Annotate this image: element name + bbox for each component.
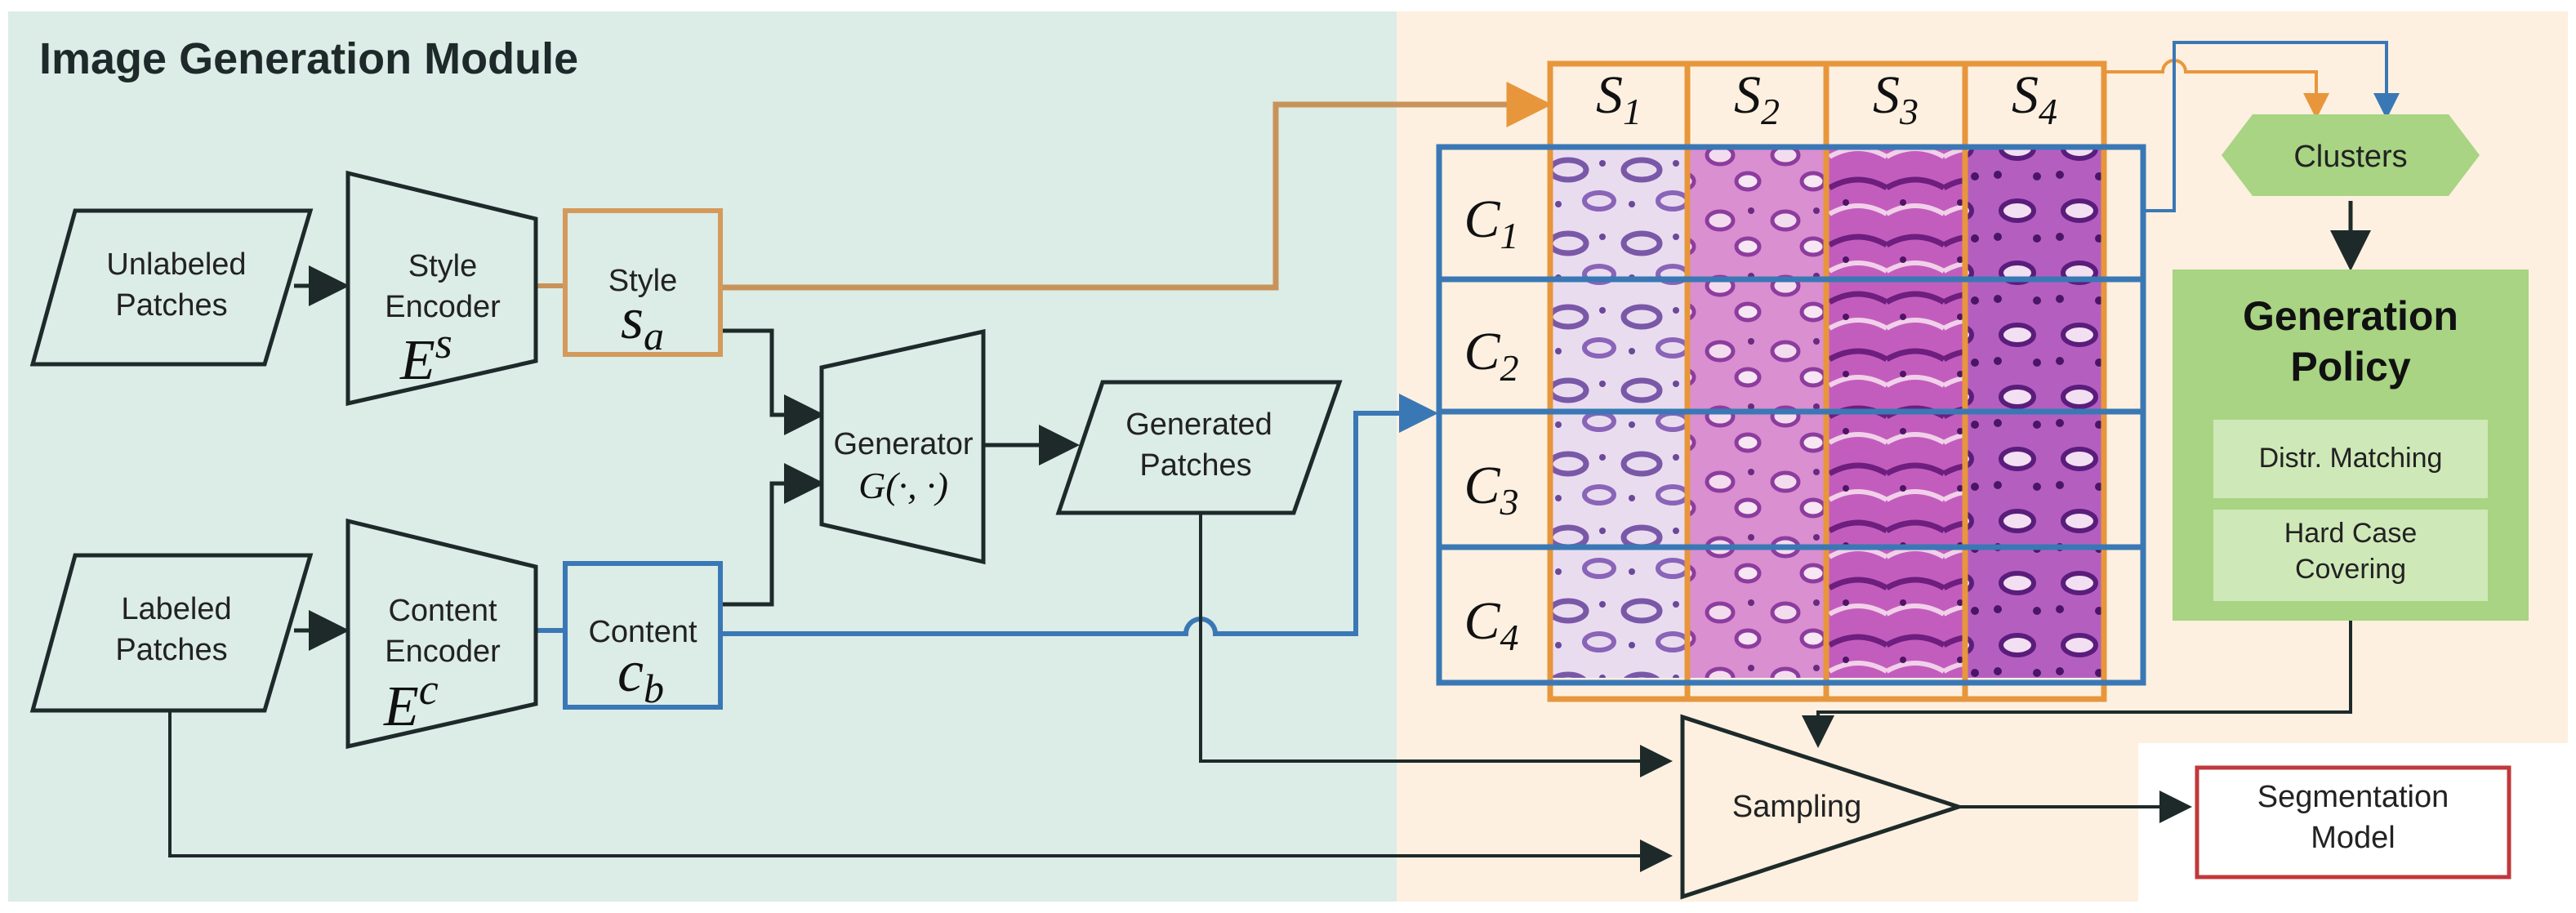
clusters: Clusters <box>2222 114 2480 196</box>
style-encoder-sup: s <box>435 318 452 367</box>
generation-policy: Generation Policy Distr. Matching Hard C… <box>2173 269 2529 621</box>
svg-text:Content: Content <box>588 615 697 649</box>
svg-text:Patches: Patches <box>115 288 227 323</box>
content-encoder: Content Encoder Ec <box>345 518 538 750</box>
content-rows <box>1436 144 2146 686</box>
svg-text:Generation: Generation <box>2243 293 2458 339</box>
labeled-patches: Labeled Patches <box>29 553 314 713</box>
svg-text:Ec: Ec <box>383 665 439 738</box>
svg-text:Policy: Policy <box>2290 344 2410 390</box>
style-code-sub: a <box>644 313 664 359</box>
tissue-grid: S1 S2 S3 S4 C1 C2 C3 C4 <box>1436 60 2146 702</box>
svg-text:C3: C3 <box>1464 456 1518 523</box>
svg-text:C1: C1 <box>1464 189 1518 256</box>
svg-text:S2: S2 <box>1734 65 1780 132</box>
content-code-symbol: c <box>617 639 644 704</box>
style-columns <box>1547 60 2107 702</box>
style-code-box: Style sa <box>563 208 723 359</box>
style-head-4: S <box>2012 65 2039 125</box>
content-head-1: C <box>1464 189 1500 249</box>
content-head-2: C <box>1464 322 1500 381</box>
svg-text:Generated: Generated <box>1125 408 1272 442</box>
svg-text:C4: C4 <box>1464 591 1518 658</box>
svg-text:Unlabeled: Unlabeled <box>106 247 246 282</box>
svg-text:Distr. Matching: Distr. Matching <box>2259 443 2443 474</box>
content-encoder-symbol: E <box>383 675 419 738</box>
svg-text:S1: S1 <box>1596 65 1642 132</box>
svg-text:Covering: Covering <box>2295 554 2406 585</box>
svg-text:Segmentation: Segmentation <box>2257 780 2449 814</box>
content-code-box: Content cb <box>563 561 723 711</box>
svg-text:Style: Style <box>608 264 677 298</box>
svg-text:cb: cb <box>617 639 664 711</box>
style-encoder: Style Encoder Es <box>345 170 538 407</box>
module-title: Image Generation Module <box>39 34 578 83</box>
svg-text:S4: S4 <box>2012 65 2057 132</box>
unlabeled-patches: Unlabeled Patches <box>29 208 314 367</box>
connectors <box>168 41 2400 872</box>
svg-text:G(·, ·): G(·, ·) <box>858 465 948 506</box>
content-encoder-sup: c <box>419 665 439 714</box>
content-head-3: C <box>1464 456 1500 515</box>
generator: Generator G(·, ·) <box>819 328 986 565</box>
svg-text:Encoder: Encoder <box>385 290 501 324</box>
svg-text:C2: C2 <box>1464 322 1518 389</box>
content-code-sub: b <box>644 666 664 711</box>
svg-text:Generator: Generator <box>833 427 973 461</box>
svg-text:Sampling: Sampling <box>1732 790 1861 824</box>
svg-text:Model: Model <box>2311 821 2396 855</box>
svg-text:Patches: Patches <box>115 633 227 667</box>
style-encoder-symbol: E <box>399 329 435 392</box>
style-head-1: S <box>1596 65 1623 125</box>
svg-text:S3: S3 <box>1873 65 1919 132</box>
sampling: Sampling <box>1680 714 1966 900</box>
style-code-symbol: s <box>621 286 644 351</box>
svg-text:Style: Style <box>408 249 477 283</box>
svg-text:Es: Es <box>399 318 452 392</box>
svg-text:sa: sa <box>621 286 664 359</box>
generated-patches: Generated Patches <box>1055 380 1343 515</box>
policy-item-hard-case-covering: Hard Case Covering <box>2213 510 2488 601</box>
svg-text:Hard Case: Hard Case <box>2284 518 2418 549</box>
svg-text:Content: Content <box>388 594 497 628</box>
policy-item-distr-matching: Distr. Matching <box>2213 420 2488 498</box>
svg-text:Patches: Patches <box>1139 448 1251 483</box>
style-head-2: S <box>1734 65 1761 125</box>
style-head-3: S <box>1873 65 1900 125</box>
svg-text:Clusters: Clusters <box>2293 140 2407 174</box>
svg-text:Encoder: Encoder <box>385 635 501 669</box>
content-head-4: C <box>1464 591 1500 651</box>
svg-text:Labeled: Labeled <box>121 592 231 626</box>
segmentation-model: Segmentation Model <box>2195 765 2511 880</box>
